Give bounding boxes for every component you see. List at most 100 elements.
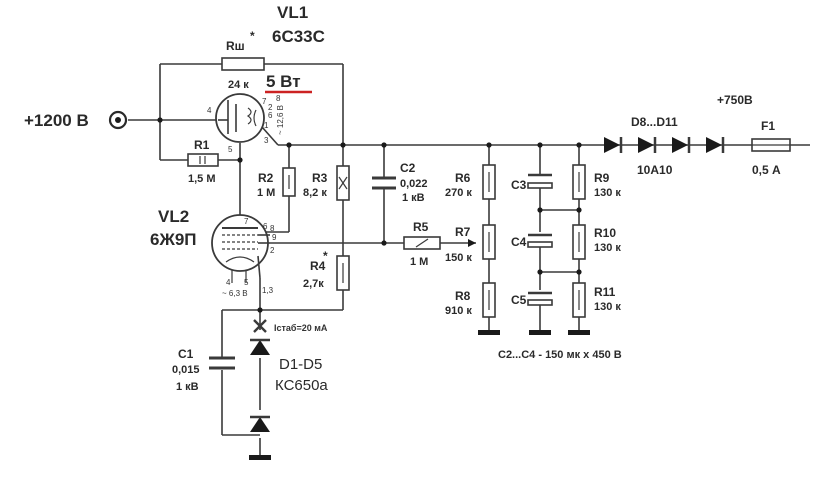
vl2-pin-4: 4 xyxy=(226,278,231,287)
r4-star: * xyxy=(323,249,328,263)
c1-name: C1 xyxy=(178,347,194,361)
diode-chain xyxy=(604,137,725,153)
vl1-pin-1: 1 xyxy=(264,121,269,130)
vl1-name: VL1 xyxy=(277,3,308,22)
r9-name: R9 xyxy=(594,171,610,185)
vl2-name: VL2 xyxy=(158,207,189,226)
r8-name: R8 xyxy=(455,289,471,303)
vl2-type: 6Ж9П xyxy=(150,230,197,249)
r11-value: 130 к xyxy=(594,301,621,313)
vl1-pin-2: 2 xyxy=(268,103,273,112)
c2-name: C2 xyxy=(400,161,416,175)
r9-resistor xyxy=(572,164,586,200)
c1-value-1: 0,015 xyxy=(172,364,200,376)
input-terminal xyxy=(108,110,128,130)
vl1-pin-8: 8 xyxy=(276,94,281,103)
current-source-icon xyxy=(253,319,267,333)
zener-diode-upper xyxy=(250,338,270,355)
capacitor-note: С2...С4 - 150 мк х 450 В xyxy=(498,349,622,361)
r6-value: 270 к xyxy=(445,187,472,199)
vl1-pin-4: 4 xyxy=(207,106,212,115)
c3-name: C3 xyxy=(511,178,527,192)
mask-patch xyxy=(163,305,220,335)
vl2-pin-1-3: 1,3 xyxy=(262,286,274,295)
r7-resistor xyxy=(482,224,496,260)
r3-value: 8,2 к xyxy=(303,187,327,199)
zener-name: D1-D5 xyxy=(279,356,322,373)
r6-resistor xyxy=(482,164,496,200)
vl2-pin-9: 9 xyxy=(272,233,277,242)
r3-resistor xyxy=(336,165,350,201)
r4-value: 2,7к xyxy=(303,278,324,290)
c4-capacitor xyxy=(527,233,553,248)
vl1-type: 6С33С xyxy=(272,27,325,46)
fuse-value: 0,5 А xyxy=(752,163,781,177)
r8-value: 910 к xyxy=(445,305,472,317)
rsh-resistor xyxy=(221,57,265,71)
vl1-heater-voltage: ~ 12,6 В xyxy=(276,105,285,135)
r10-value: 130 к xyxy=(594,242,621,254)
diodes-type: 10А10 xyxy=(637,163,673,177)
vl1-pin-5: 5 xyxy=(228,145,233,154)
r11-resistor xyxy=(572,282,586,318)
r5-name: R5 xyxy=(413,220,429,234)
r1-resistor xyxy=(187,153,219,167)
c2-value-2: 1 кВ xyxy=(402,192,425,204)
c5-name: C5 xyxy=(511,293,527,307)
zener-type: КС650а xyxy=(275,377,328,394)
r5-resistor xyxy=(403,236,441,250)
r3-name: R3 xyxy=(312,171,328,185)
r1-name: R1 xyxy=(194,138,210,152)
r7-value: 150 к xyxy=(445,252,472,264)
zener-diode-lower xyxy=(250,415,270,432)
diodes-name: D8...D11 xyxy=(631,115,678,129)
input-voltage-label: +1200 В xyxy=(24,111,89,130)
r2-name: R2 xyxy=(258,171,274,185)
vl2-pin-5: 5 xyxy=(244,278,249,287)
c4-name: C4 xyxy=(511,235,527,249)
r2-value: 1 М xyxy=(257,187,275,199)
c5-capacitor xyxy=(527,291,553,306)
fuse-f1 xyxy=(751,138,791,152)
rsh-name: Rш xyxy=(226,39,245,53)
vl1-tube xyxy=(215,93,265,143)
c1-capacitor xyxy=(209,356,235,370)
ground-symbols xyxy=(249,330,590,460)
r2-resistor xyxy=(282,167,296,197)
vl2-pin-6: 6 xyxy=(263,222,268,231)
c2-capacitor xyxy=(372,176,396,190)
mask-footer xyxy=(32,466,817,483)
rsh-value: 24 к xyxy=(228,79,249,91)
r7-name: R7 xyxy=(455,225,471,239)
vl1-pin-6: 6 xyxy=(268,111,273,120)
c1-value-2: 1 кВ xyxy=(176,381,199,393)
r4-name: R4 xyxy=(310,259,326,273)
r11-name: R11 xyxy=(594,285,616,299)
vl2-pin-7: 7 xyxy=(244,217,249,226)
r4-resistor xyxy=(336,255,350,291)
r8-resistor xyxy=(482,282,496,318)
fuse-name: F1 xyxy=(761,119,775,133)
vl2-tube xyxy=(211,214,270,279)
rsh-power: 5 Вт xyxy=(266,72,301,91)
rsh-star: * xyxy=(250,29,255,43)
r7-wiper-arrow xyxy=(468,239,476,247)
vl1-pin-3: 3 xyxy=(264,136,269,145)
istab-label: Iстаб=20 мА xyxy=(274,323,328,333)
r5-value: 1 М xyxy=(410,256,428,268)
mask-bottom xyxy=(288,401,723,465)
vl1-pin-7: 7 xyxy=(262,97,267,106)
r10-resistor xyxy=(572,224,586,260)
r10-name: R10 xyxy=(594,226,616,240)
vl2-pin-2: 2 xyxy=(270,246,275,255)
c2-value-1: 0,022 xyxy=(400,178,428,190)
vl2-pin-8: 8 xyxy=(270,224,275,233)
junctions xyxy=(157,117,582,313)
r6-name: R6 xyxy=(455,171,471,185)
vl2-heater-voltage: ~ 6,3 В xyxy=(222,289,248,298)
c3-capacitor xyxy=(527,173,553,189)
output-voltage: +750В xyxy=(717,93,753,107)
r1-value: 1,5 М xyxy=(188,173,216,185)
r9-value: 130 к xyxy=(594,187,621,199)
